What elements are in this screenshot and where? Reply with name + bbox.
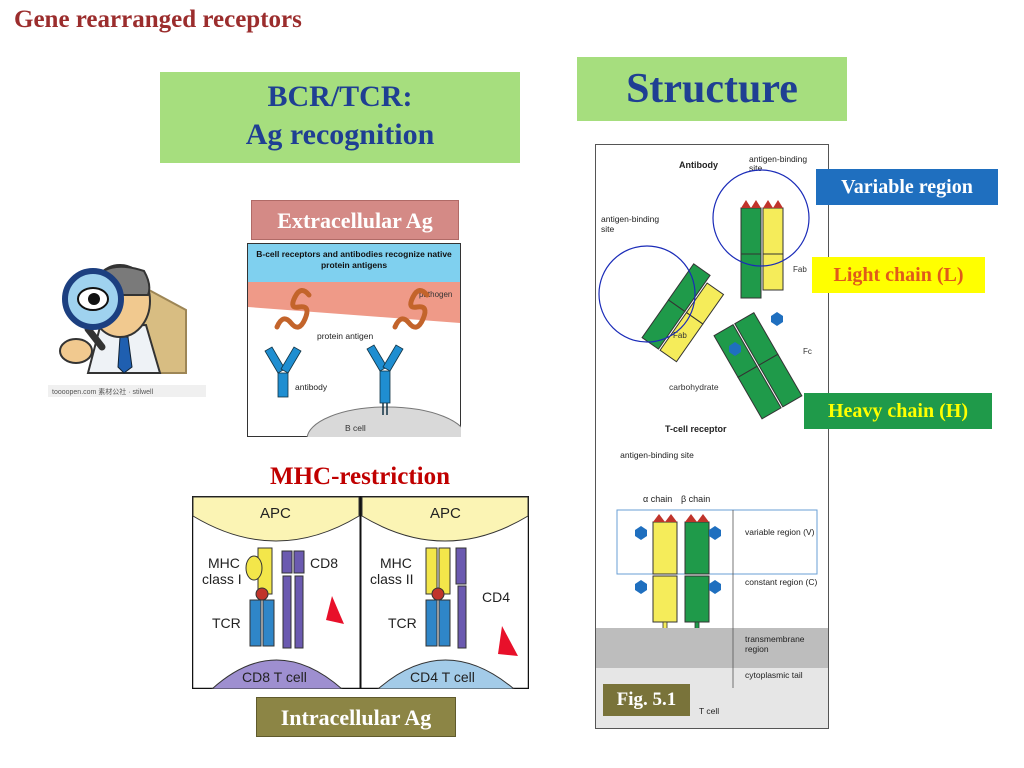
mhc-label-left: MHC xyxy=(208,555,240,571)
antibody-upright-fab xyxy=(740,200,784,299)
fc-label: Fc xyxy=(803,347,812,356)
tcr-label-right: TCR xyxy=(388,615,417,631)
variable-region-callout: Variable region xyxy=(816,169,998,205)
magnifier-person-clipart: toooopen.com 素材公社 · stilwell xyxy=(48,264,206,397)
antigen-binding-site-top: antigen-binding site xyxy=(749,155,808,173)
mhc-class-label-right: class II xyxy=(370,571,414,587)
cd8-t-cell-body xyxy=(211,659,343,689)
antibody-title: Antibody xyxy=(679,160,718,170)
tcr-left-beta xyxy=(262,599,275,647)
mhc-label-right: MHC xyxy=(380,555,412,571)
mhc-class-ii-molecule xyxy=(425,547,438,595)
tcr-label-left: TCR xyxy=(212,615,241,631)
antibody-label: antibody xyxy=(295,382,328,392)
bcell-panel-header-bg xyxy=(248,244,460,282)
mhc-class-i-panel: APC MHC class I CD8 TCR CD8 T cell xyxy=(192,496,360,689)
mhc-class-label-left: class I xyxy=(202,571,242,587)
constant-region-label: constant region (C) xyxy=(745,577,818,587)
carbohydrate-marker-2 xyxy=(771,312,783,326)
apc-label-right: APC xyxy=(430,505,461,522)
transmembrane-region-label: transmembrane region xyxy=(745,634,805,654)
clipart-watermark-bar xyxy=(48,385,206,397)
apc-label-left: APC xyxy=(260,505,291,522)
light-chain-callout: Light chain (L) xyxy=(812,257,985,293)
bcell-receptor-panel: B-cell receptors and antibodies recogniz… xyxy=(247,243,461,437)
bcell-panel-header: B-cell receptors and antibodies recogniz… xyxy=(256,249,452,270)
slide-title: Gene rearranged receptors xyxy=(14,6,302,33)
tcr-alpha-chain xyxy=(652,514,678,673)
cd8-t-cell-label: CD8 T cell xyxy=(242,669,307,685)
mhc-restriction-title: MHC-restriction xyxy=(269,463,451,490)
b-cell-label: B cell xyxy=(345,423,366,433)
red-arrow-left xyxy=(326,596,344,624)
alpha-chain-label: α chain xyxy=(643,494,672,504)
beta-chain-label: β chain xyxy=(681,494,710,504)
tcr-right-alpha xyxy=(425,599,438,647)
tcr-left-alpha xyxy=(249,599,262,647)
membrane-band xyxy=(596,628,828,668)
peptide-right xyxy=(431,587,445,601)
variable-circle-top xyxy=(712,169,810,267)
carbohydrate-label: carbohydrate xyxy=(669,382,719,392)
variable-region-label: variable region (V) xyxy=(745,527,815,537)
bcr-tcr-box: BCR/TCR: Ag recognition xyxy=(160,72,520,163)
fab-label-top: Fab xyxy=(793,265,807,274)
cd8-label: CD8 xyxy=(310,555,338,571)
protein-antigen-right xyxy=(392,288,430,330)
clipart-pupil xyxy=(88,293,100,305)
clipart-magnifier-handle xyxy=(84,325,106,351)
fab-label-left: Fab xyxy=(673,331,687,340)
bcr-membrane-icon xyxy=(366,344,404,415)
cd4-label: CD4 xyxy=(482,589,510,605)
tcr-variable-highlight xyxy=(616,509,818,575)
tcr-title: T-cell receptor xyxy=(665,424,727,434)
extracellular-ag-label: Extracellular Ag xyxy=(251,200,459,240)
cd4-t-cell-label: CD4 T cell xyxy=(410,669,475,685)
structure-box: Structure xyxy=(577,57,847,121)
antibody-tilted-fab xyxy=(641,263,725,363)
protein-antigen-left xyxy=(274,288,312,330)
cd8-molecule xyxy=(281,550,293,574)
mhc-class-ii-panel: APC MHC class II CD4 TCR CD4 T cell xyxy=(361,496,529,689)
cd4-molecule xyxy=(455,547,467,585)
protein-antigen-label: protein antigen xyxy=(317,331,374,341)
structure-figure: Antibody antigen-binding site antigen-bi… xyxy=(595,144,829,729)
bcr-tcr-line1: BCR/TCR: xyxy=(267,80,413,113)
variable-circle-left xyxy=(598,245,696,343)
heavy-chain-callout: Heavy chain (H) xyxy=(804,393,992,429)
tcr-antigen-binding-site: antigen-binding site xyxy=(620,450,694,460)
antibody-fc xyxy=(713,312,803,420)
red-arrow-right xyxy=(498,626,518,656)
cd4-t-cell-body xyxy=(377,659,515,689)
pathogen-label: pathogen xyxy=(419,290,452,299)
carbohydrate-marker-1 xyxy=(729,342,741,356)
figure-number-label: Fig. 5.1 xyxy=(603,684,690,716)
bcr-tcr-line2: Ag recognition xyxy=(245,118,435,151)
t-cell-label: T cell xyxy=(699,706,719,716)
tcr-right-beta xyxy=(438,599,451,647)
intracellular-ag-label: Intracellular Ag xyxy=(256,697,456,737)
peptide-left xyxy=(255,587,269,601)
cytoplasmic-tail-label: cytoplasmic tail xyxy=(745,670,803,680)
clipart-watermark: toooopen.com 素材公社 · stilwell xyxy=(52,387,154,396)
mhc-restriction-panel: APC MHC class I CD8 TCR CD8 T cell APC M… xyxy=(192,496,529,689)
free-antibody-icon xyxy=(264,346,302,398)
antigen-binding-site-left: antigen-binding site xyxy=(601,214,660,234)
clipart-hand xyxy=(59,338,93,364)
